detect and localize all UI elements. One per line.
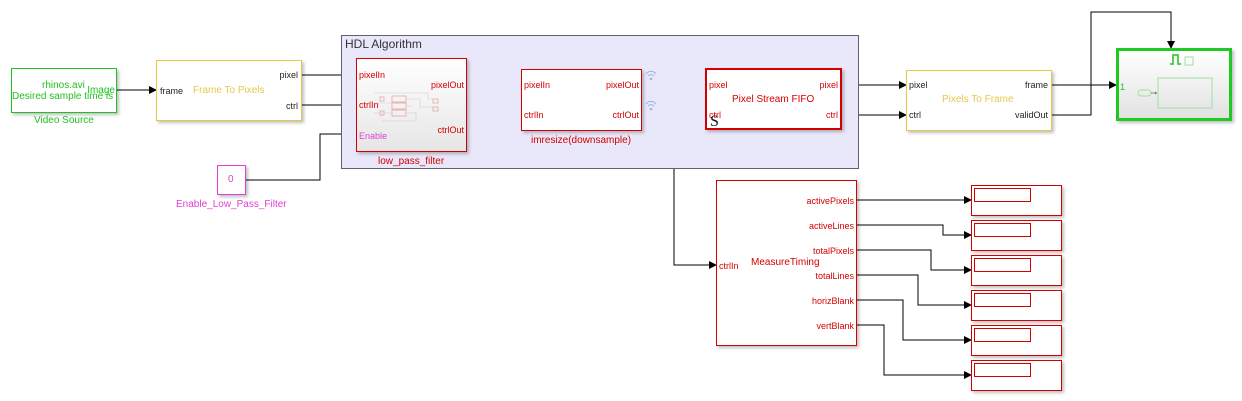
ptf-title: Pixels To Frame xyxy=(942,94,1014,105)
frame-to-pixels-block[interactable]: frame Frame To Pixels pixel ctrl xyxy=(156,60,302,121)
fifo-port-pixel-in: pixel xyxy=(709,80,728,90)
lpf-port-ctrlout: ctrlOut xyxy=(437,125,464,135)
mt-port-totalpixels: totalPixels xyxy=(812,246,854,256)
wire-measure-to-display-2[interactable] xyxy=(857,224,972,239)
fifo-port-ctrl-out: ctrl xyxy=(826,110,838,120)
stateflow-badge-icon: S xyxy=(710,113,719,130)
mt-port-activepixels: activePixels xyxy=(806,196,854,206)
display-value-field xyxy=(974,328,1031,342)
lpf-port-pixelout: pixelOut xyxy=(430,80,464,90)
ptf-port-pixel: pixel xyxy=(909,80,928,90)
display-value-field xyxy=(974,363,1031,377)
enable-constant-label: Enable_Low_Pass_Filter xyxy=(176,199,287,210)
video-source-filename: rhinos.avi xyxy=(42,80,85,91)
video-source-port-image: Image xyxy=(87,85,115,96)
video-viewer-subsystem[interactable]: 1 xyxy=(1116,48,1232,121)
wire-enable-to-lpf[interactable] xyxy=(246,130,357,181)
totalLines-display[interactable] xyxy=(971,290,1062,321)
vertBlank-display[interactable] xyxy=(971,360,1062,391)
ptf-port-frame: frame xyxy=(1024,80,1048,90)
enable-constant-block[interactable]: 0 xyxy=(217,165,246,195)
fifo-port-ctrl-in: ctrl xyxy=(709,110,721,120)
ftp-port-ctrl: ctrl xyxy=(286,101,298,111)
imresize-port-ctrlin: ctrlIn xyxy=(524,110,544,120)
imresize-label: imresize(downsample) xyxy=(531,135,632,146)
display-value-field xyxy=(974,258,1031,272)
wire-measure-to-display-3[interactable] xyxy=(857,249,972,274)
pixel-stream-fifo-block[interactable]: pixel ctrl Pixel Stream FIFO pixel ctrl … xyxy=(705,68,842,130)
ftp-port-pixel: pixel xyxy=(279,70,298,80)
display-value-field xyxy=(974,188,1031,202)
signal-logging-icon-pixel xyxy=(645,70,657,81)
mt-title: MeasureTiming xyxy=(751,257,820,268)
imresize-block[interactable]: pixelIn ctrlIn pixelOut ctrlOut xyxy=(521,69,642,131)
fifo-title: Pixel Stream FIFO xyxy=(732,94,815,105)
hdl-algorithm-title: HDL Algorithm xyxy=(345,37,422,51)
mt-port-totallines: totalLines xyxy=(815,271,854,281)
wire-measure-to-display-5[interactable] xyxy=(857,299,972,344)
ptf-port-validout: validOut xyxy=(1014,110,1048,120)
lpf-port-enable: Enable xyxy=(359,131,388,141)
imresize-port-ctrlout: ctrlOut xyxy=(612,110,639,120)
pixels-to-frame-block[interactable]: pixel ctrl Pixels To Frame frame validOu… xyxy=(906,70,1052,131)
imresize-port-pixelin: pixelIn xyxy=(524,80,551,90)
display-value-field xyxy=(974,223,1031,237)
wire-measure-to-display-6[interactable] xyxy=(857,324,972,379)
mt-port-activelines: activeLines xyxy=(808,221,854,231)
viewer-inner-diagram-icon xyxy=(1137,77,1213,109)
lpf-port-ctrlin: ctrlIn xyxy=(359,100,379,110)
mt-port-ctrlin: ctrlIn xyxy=(719,261,739,271)
video-source-label: Video Source xyxy=(34,115,94,126)
lpf-label: low_pass_filter xyxy=(378,156,445,167)
ftp-title: Frame To Pixels xyxy=(193,85,265,96)
video-source-block[interactable]: rhinos.avi Desired sample time is i Imag… xyxy=(11,68,117,113)
signal-logging-icon-ctrl xyxy=(645,100,657,111)
low-pass-filter-block[interactable]: pixelIn ctrlIn Enable pixelOut ctrlOut xyxy=(356,58,467,152)
filter-internal-diagram-icon xyxy=(374,92,439,122)
ptf-port-ctrl: ctrl xyxy=(909,110,921,120)
wire-measure-to-display-4[interactable] xyxy=(857,274,972,309)
ftp-port-frame: frame xyxy=(160,86,184,96)
imresize-port-pixelout: pixelOut xyxy=(605,80,639,90)
enable-pulse-icon xyxy=(1170,54,1194,66)
display-value-field xyxy=(974,293,1031,307)
mt-port-vertblank: vertBlank xyxy=(816,321,854,331)
lpf-port-pixelin: pixelIn xyxy=(359,70,386,80)
viewer-port-1: 1 xyxy=(1120,82,1126,92)
totalPixels-display[interactable] xyxy=(971,255,1062,286)
activePixels-display[interactable] xyxy=(971,185,1062,216)
wire-validout-to-enable[interactable] xyxy=(1052,11,1175,116)
measure-timing-block[interactable]: ctrlIn MeasureTiming activePixels active… xyxy=(716,180,857,346)
fifo-port-pixel-out: pixel xyxy=(819,80,838,90)
enable-constant-value: 0 xyxy=(228,174,234,185)
video-source-sampletime: Desired sample time is i xyxy=(12,91,115,102)
mt-port-horizblank: horizBlank xyxy=(811,296,854,306)
horizBlank-display[interactable] xyxy=(971,325,1062,356)
activeLines-display[interactable] xyxy=(971,220,1062,251)
